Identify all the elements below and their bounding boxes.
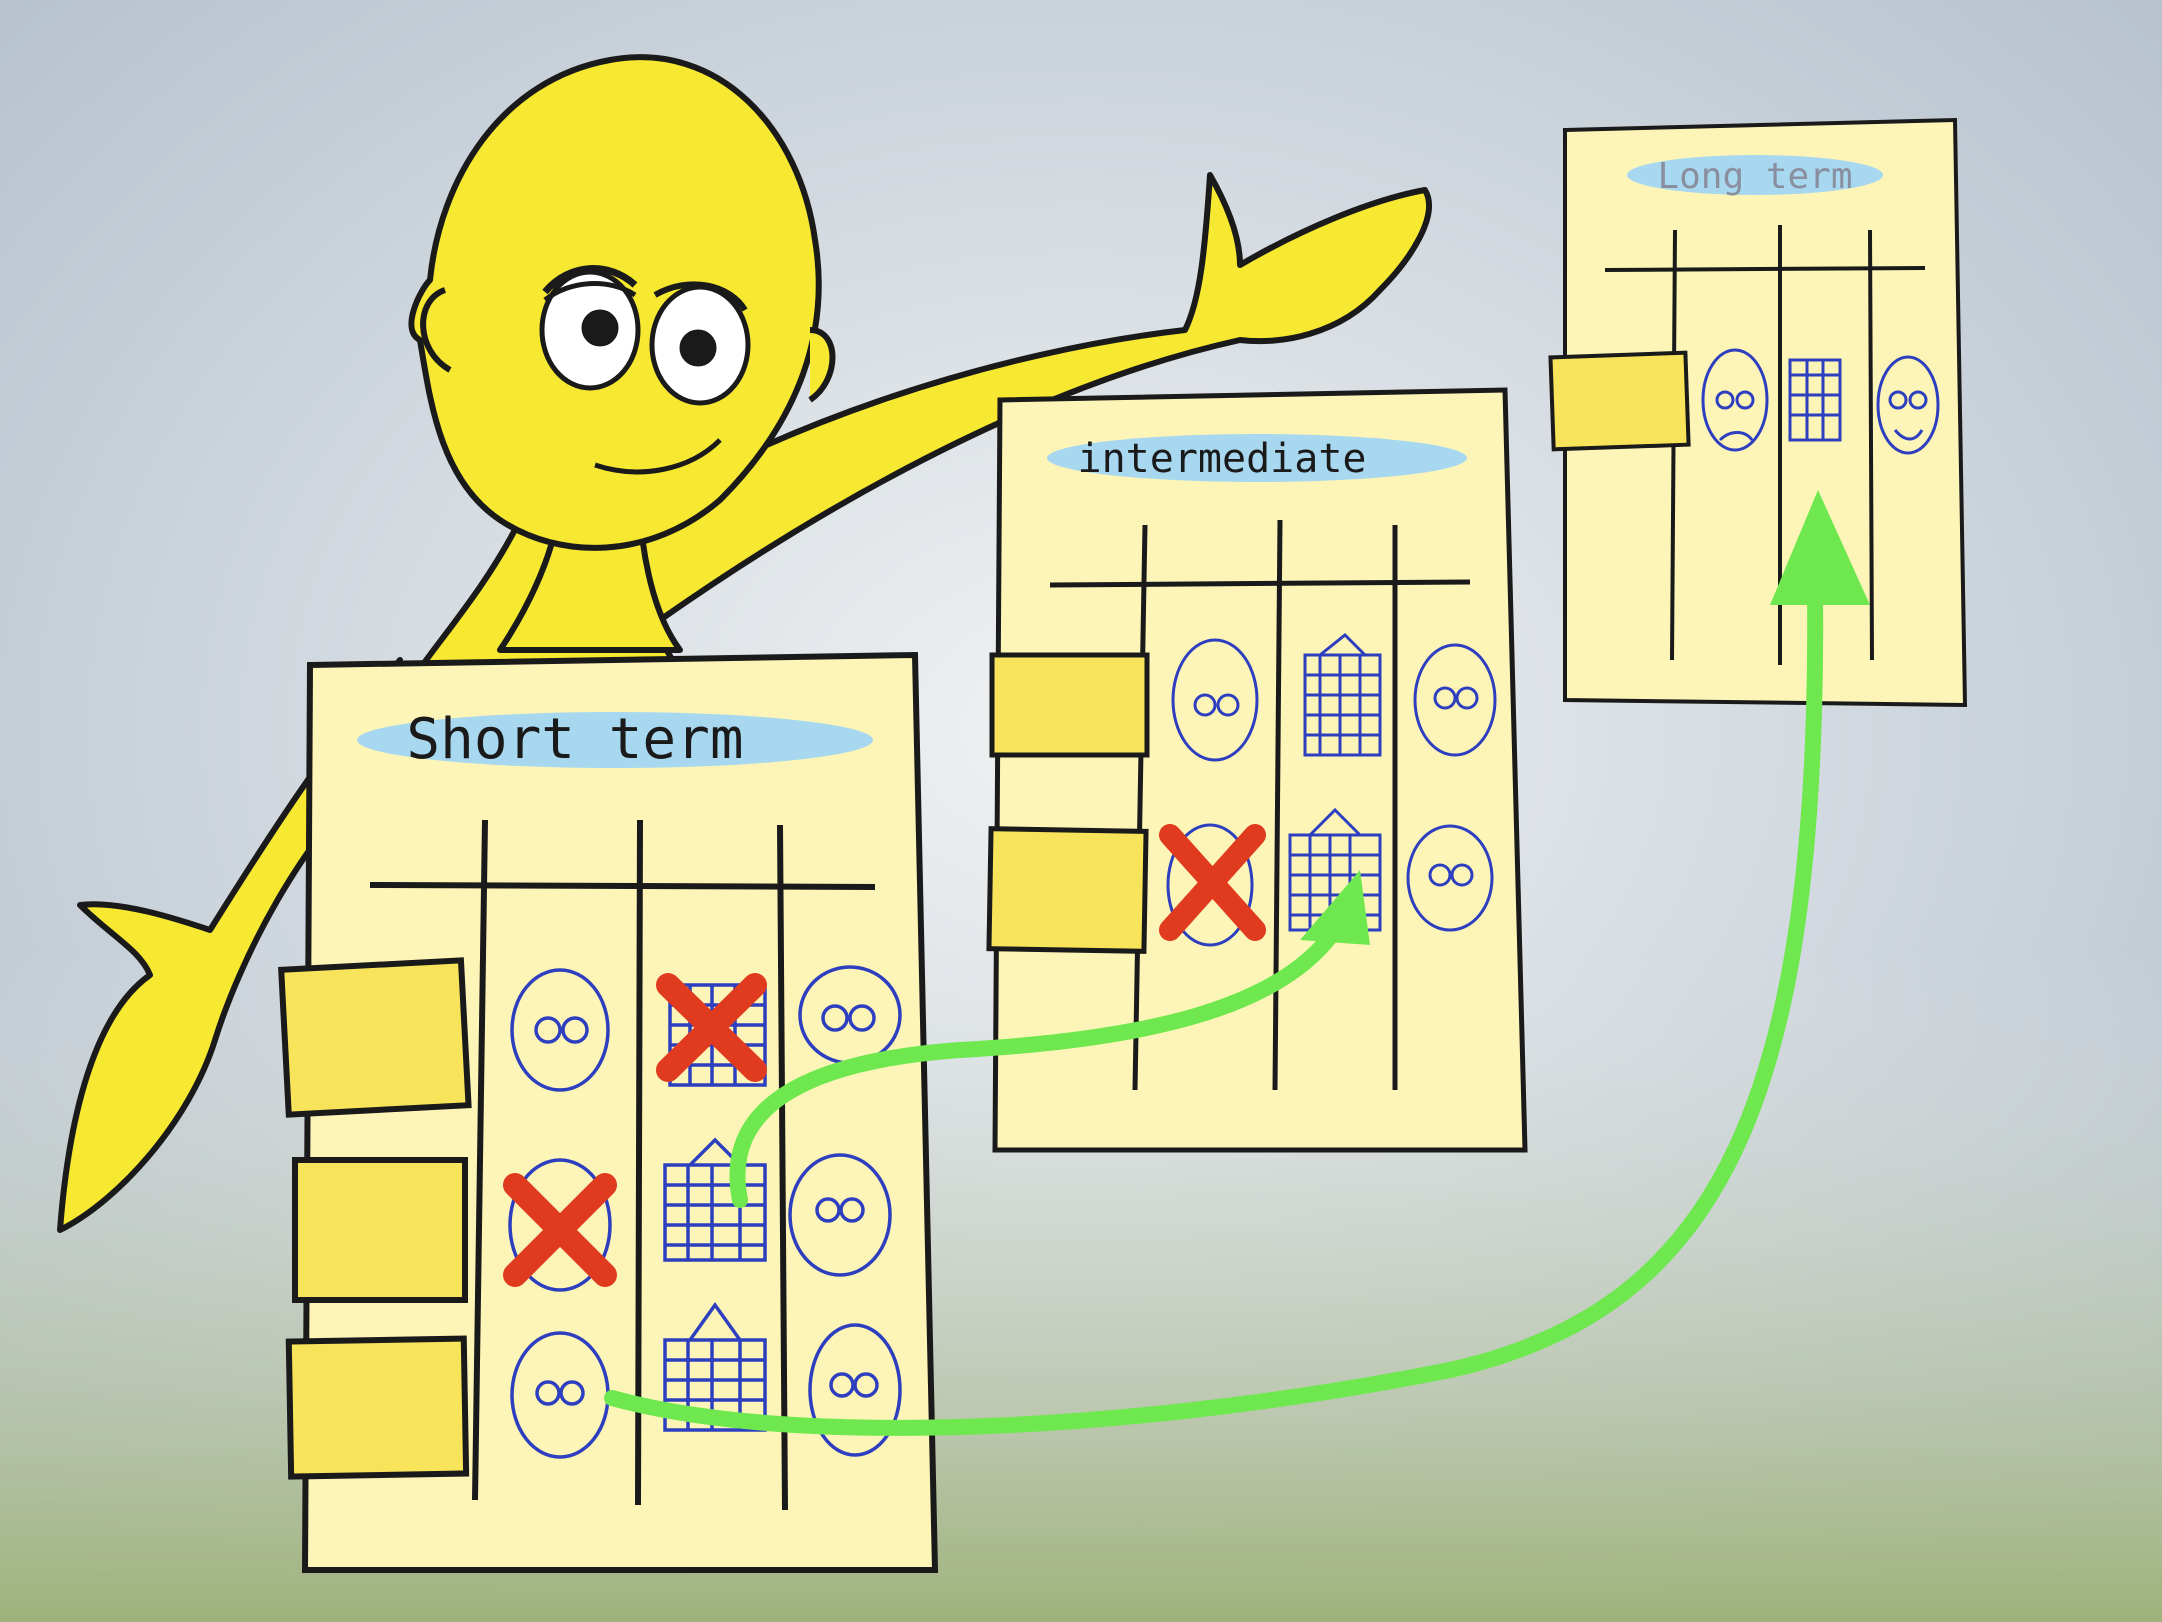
neutral-face xyxy=(1406,824,1494,932)
worried-face xyxy=(1701,348,1769,452)
building-grid-icon xyxy=(663,1338,767,1432)
intermediate-label-bg xyxy=(1047,434,1467,482)
worried-face xyxy=(1171,638,1259,762)
building-grid-icon xyxy=(668,983,767,1087)
sticky-note xyxy=(1548,350,1691,452)
short-term-title: Short term xyxy=(406,707,743,772)
short-term-sheet: Short term xyxy=(278,651,939,1573)
neutral-face xyxy=(1413,643,1497,757)
intermediate-title: intermediate xyxy=(1078,436,1367,482)
green-arrowhead xyxy=(1770,490,1870,605)
worried-face xyxy=(1166,823,1254,947)
worried-face xyxy=(510,968,610,1092)
building-grid-icon xyxy=(663,1163,767,1262)
red-cross-icon xyxy=(503,1173,617,1287)
neutral-face xyxy=(788,1153,892,1277)
smile xyxy=(594,438,722,475)
red-cross-icon xyxy=(656,973,767,1082)
sticky-note xyxy=(285,1335,470,1480)
building-grid-icon xyxy=(1788,358,1842,442)
sticky-note xyxy=(292,1157,468,1303)
building-grid-icon xyxy=(1303,653,1382,757)
sticky-note xyxy=(989,652,1150,758)
green-arrowhead xyxy=(1300,870,1370,945)
green-arrow xyxy=(604,582,1824,1436)
long-term-sheet: Long term xyxy=(1548,117,1968,708)
intermediate-sheet: intermediate xyxy=(986,387,1528,1153)
neutral-face xyxy=(508,1158,612,1292)
left-eyelid xyxy=(543,281,637,302)
worried-face xyxy=(808,1323,902,1457)
red-cross-icon xyxy=(1159,824,1266,941)
sticky-note xyxy=(278,957,472,1118)
sticky-note xyxy=(986,826,1149,954)
short-term-label-bg xyxy=(357,712,873,768)
long-term-label-bg xyxy=(1627,155,1883,195)
figure-face xyxy=(539,265,751,475)
happy-face xyxy=(1876,355,1940,455)
long-term-title: Long term xyxy=(1657,156,1852,197)
